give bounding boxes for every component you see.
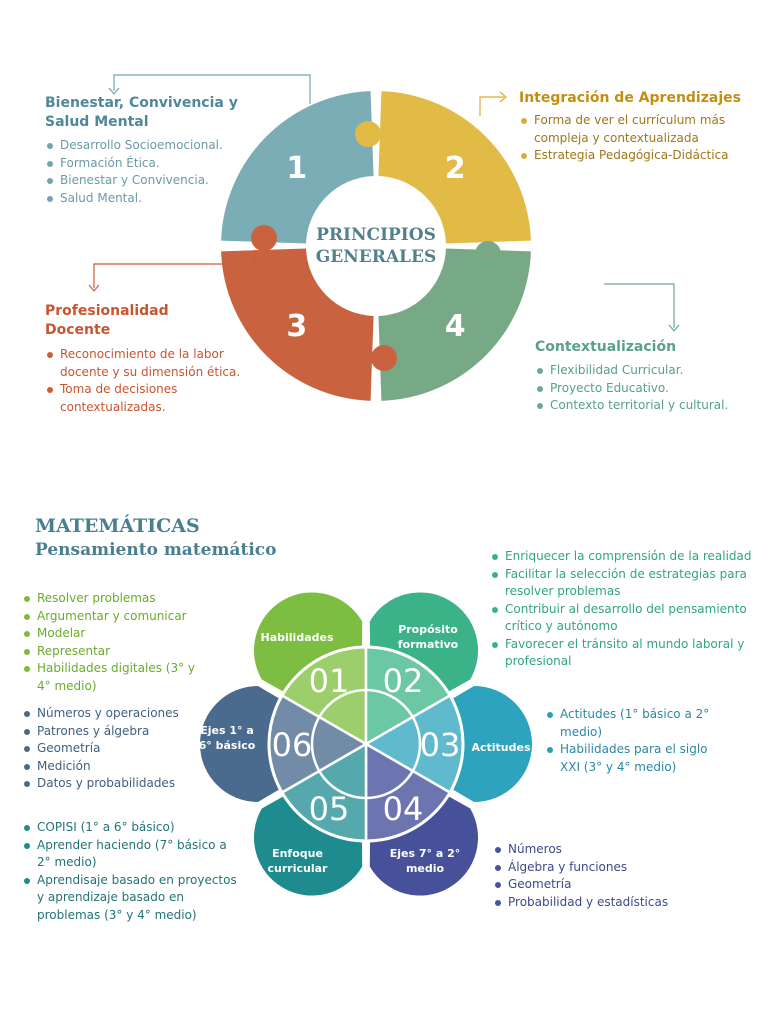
puzzle-piece-2 — [378, 91, 531, 244]
flower-number-02: 02 — [383, 662, 424, 700]
petal-label-enfoque: Enfoque curricular — [267, 847, 328, 875]
puzzle-center-title-line1: PRINCIPIOS — [316, 225, 436, 245]
list-item: Habilidades para el siglo XXI (3° y 4° m… — [545, 741, 730, 776]
list-item: Salud Mental. — [45, 190, 260, 208]
puzzle-piece-1 — [221, 91, 374, 244]
puzzle-number-1: 1 — [286, 151, 307, 186]
block-bienestar: Bienestar, Convivencia y Salud Mental De… — [45, 94, 260, 207]
flower-sector-04 — [364, 741, 452, 843]
list-item: Enriquecer la comprensión de la realidad — [490, 548, 755, 566]
list-item: Desarrollo Socioemocional. — [45, 137, 260, 155]
petal-label-habilidades: Habilidades — [260, 631, 334, 644]
petal-label-ejes-medio: Ejes 7° a 2° medio — [389, 847, 461, 875]
list-item: Forma de ver el currículum más compleja … — [519, 112, 734, 147]
block-list: Desarrollo Socioemocional. Formación Éti… — [45, 137, 260, 207]
petal-label-ejes-basico: Ejes 1° a 6° básico — [198, 724, 256, 752]
connector-arrow-4 — [604, 283, 675, 328]
block-title: Contextualización — [535, 339, 677, 355]
list-item: Habilidades digitales (3° y 4° medio) — [22, 660, 207, 695]
flower-sector-01 — [280, 645, 368, 747]
list-item: Aprender haciendo (7° básico a 2° medio) — [22, 837, 227, 872]
flower-number-03: 03 — [420, 726, 461, 764]
list-item: Datos y probabilidades — [22, 775, 222, 793]
puzzle-tab — [355, 121, 381, 147]
flower-sector-05 — [280, 741, 368, 843]
list-habilidades: Resolver problemas Argumentar y comunica… — [22, 590, 222, 695]
petal-label-actitudes: Actitudes — [471, 741, 531, 754]
block-list: Forma de ver el currículum más compleja … — [519, 112, 759, 165]
list-item: Facilitar la selección de estrategias pa… — [490, 566, 755, 601]
list-enfoque: COPISI (1° a 6° básico) Aprender haciend… — [22, 819, 242, 924]
principios-diagram: 1 2 3 4 PRINCIPIOS GENERALES — [88, 74, 680, 401]
flower-inner-circle — [310, 688, 422, 800]
math-title: MATEMÁTICAS — [35, 515, 200, 537]
list-item: Aprendisaje basado en proyectos y aprend… — [22, 872, 242, 925]
list-item: Flexibilidad Curricular. — [535, 362, 760, 380]
list-item: Bienestar y Convivencia. — [45, 172, 260, 190]
block-title: Integración de Aprendizajes — [519, 90, 741, 106]
list-item: Números y operaciones — [22, 705, 222, 723]
flower-number-01: 01 — [309, 662, 350, 700]
flower-petal-02 — [369, 592, 479, 736]
list-item: Medición — [22, 758, 222, 776]
list-item: Argumentar y comunicar — [22, 608, 222, 626]
list-item: Toma de decisiones contextualizadas. — [45, 381, 230, 416]
flower-sector-02 — [364, 645, 452, 747]
connector-arrow-3 — [93, 250, 256, 288]
puzzle-number-2: 2 — [445, 151, 466, 186]
list-item: COPISI (1° a 6° básico) — [22, 819, 242, 837]
block-title: Bienestar, Convivencia y Salud Mental — [45, 95, 238, 130]
block-profesionalidad: Profesionalidad Docente Reconocimiento d… — [45, 302, 260, 416]
list-proposito: Enriquecer la comprensión de la realidad… — [490, 548, 755, 671]
list-item: Geometría — [493, 876, 693, 894]
list-item: Actitudes (1° básico a 2° medio) — [545, 706, 730, 741]
puzzle-center-title-line2: GENERALES — [316, 247, 436, 267]
flower-sector-06 — [267, 693, 369, 795]
list-item: Estrategia Pedagógica-Didáctica — [519, 147, 759, 165]
list-item: Contexto territorial y cultural. — [535, 397, 760, 415]
puzzle-tab — [475, 241, 501, 267]
puzzle-tab — [371, 345, 397, 371]
list-item: Geometría — [22, 740, 222, 758]
list-item: Álgebra y funciones — [493, 859, 693, 877]
math-subtitle: Pensamiento matemático — [35, 540, 277, 560]
petal-label-proposito: Propósito formativo — [397, 623, 459, 651]
puzzle-number-3: 3 — [286, 309, 307, 344]
block-contextualizacion: Contextualización Flexibilidad Curricula… — [535, 338, 760, 415]
flower-number-05: 05 — [309, 790, 350, 828]
list-item: Favorecer el tránsito al mundo laboral y… — [490, 636, 755, 671]
list-item: Contribuir al desarrollo del pensamiento… — [490, 601, 755, 636]
flower-number-06: 06 — [272, 726, 313, 764]
connector-arrow-1 — [113, 74, 311, 104]
list-item: Representar — [22, 643, 222, 661]
connector-arrow-2 — [479, 96, 504, 116]
list-item: Modelar — [22, 625, 222, 643]
flower-number-04: 04 — [383, 790, 424, 828]
puzzle-piece-4 — [378, 248, 531, 401]
puzzle-number-4: 4 — [445, 309, 466, 344]
flower-petal-01 — [253, 592, 363, 736]
list-ejes-medio: Números Álgebra y funciones Geometría Pr… — [493, 841, 693, 911]
list-item: Números — [493, 841, 693, 859]
puzzle-piece-3 — [221, 248, 374, 401]
block-list: Flexibilidad Curricular. Proyecto Educat… — [535, 362, 760, 415]
list-item: Patrones y álgebra — [22, 723, 222, 741]
flower-ring-outline — [267, 645, 465, 843]
list-item: Proyecto Educativo. — [535, 380, 760, 398]
list-item: Reconocimiento de la labor docente y su … — [45, 346, 250, 381]
list-ejes-basico: Números y operaciones Patrones y álgebra… — [22, 705, 222, 793]
list-item: Formación Ética. — [45, 155, 260, 173]
puzzle-tab — [251, 225, 277, 251]
block-integracion: Integración de Aprendizajes Forma de ver… — [519, 89, 759, 165]
block-title: Profesionalidad Docente — [45, 303, 169, 338]
block-list: Reconocimiento de la labor docente y su … — [45, 346, 260, 416]
list-item: Probabilidad y estadísticas — [493, 894, 693, 912]
list-actitudes: Actitudes (1° básico a 2° medio) Habilid… — [545, 706, 730, 776]
flower-sector-03 — [363, 693, 465, 795]
list-item: Resolver problemas — [22, 590, 222, 608]
